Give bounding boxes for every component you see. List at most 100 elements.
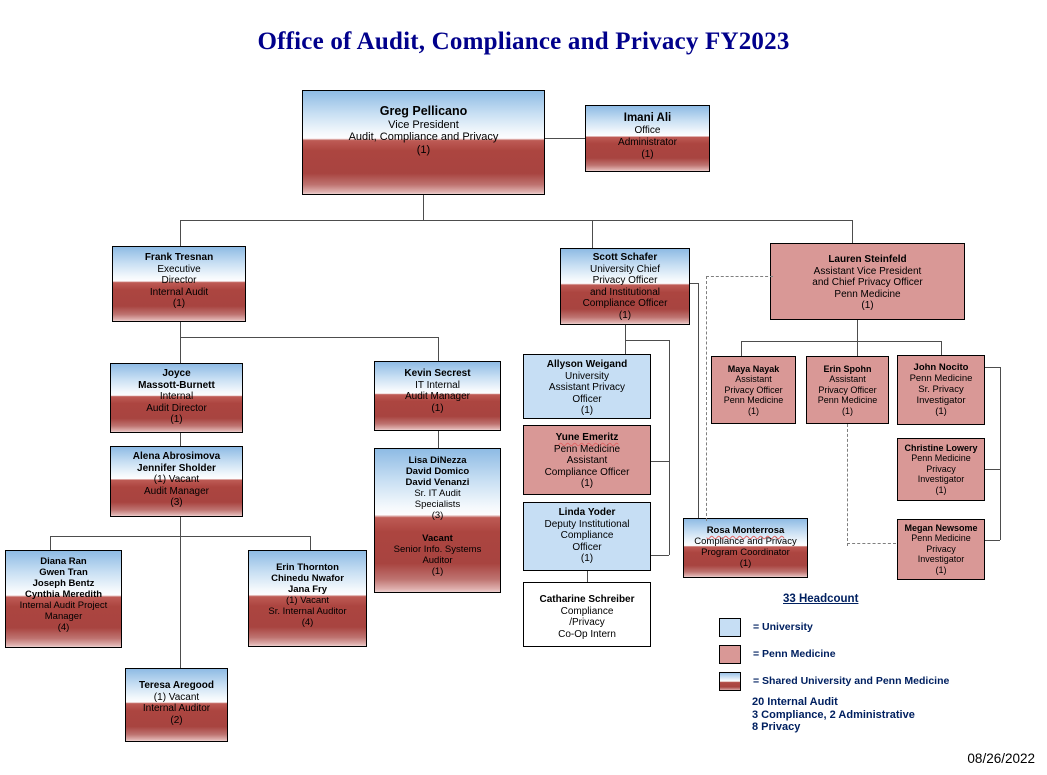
org-box-line: (2) <box>170 714 183 726</box>
org-box-line: Compliance <box>560 605 614 617</box>
org-box-line: Assistant Privacy <box>548 382 626 394</box>
connector-line <box>847 424 848 546</box>
org-box-line: Investigator <box>917 474 965 485</box>
org-box-line: Penn Medicine <box>817 395 878 406</box>
connector-line <box>438 337 439 361</box>
connector-line <box>50 536 51 550</box>
org-box-line: Frank Tresnan <box>144 252 214 263</box>
org-box-line: Assistant <box>829 374 866 385</box>
count-privacy: 8 Privacy <box>752 721 801 734</box>
org-box-line: (1) <box>842 405 853 416</box>
org-box-line: Alena Abrosimova <box>132 451 221 462</box>
org-box-line: Diana Ran <box>40 556 87 567</box>
org-box-line: John Nocito <box>913 362 969 373</box>
org-box-line: Senior Info. Systems <box>393 544 482 556</box>
org-box-line: (3) <box>431 510 444 522</box>
org-box-line: Cynthia Meredith <box>24 589 103 601</box>
org-box-line: Internal Audit <box>149 286 209 298</box>
org-box-line: Sr. Internal Auditor <box>268 606 347 618</box>
org-box-line: (1) <box>172 298 186 310</box>
connector-line <box>857 320 858 356</box>
penn-medicine-swatch <box>719 645 741 664</box>
org-box-line: University <box>565 370 609 382</box>
connector-line <box>706 276 773 277</box>
org-box-line: Erin Thornton <box>276 562 339 573</box>
connector-line <box>310 536 311 550</box>
org-box-line: (1) <box>416 144 431 156</box>
org-box-line: David Venanzi <box>405 477 470 489</box>
org-box-line: Officer <box>572 393 602 405</box>
org-box-line: Erin Spohn <box>823 364 872 374</box>
connector-line <box>985 367 1000 368</box>
connector-line <box>651 555 669 556</box>
org-box-line: Megan Newsome <box>904 523 978 533</box>
org-box-line: Penn Medicine <box>834 288 901 300</box>
org-box-line: Audit, Compliance and Privacy <box>348 131 499 144</box>
org-box-line: Office <box>634 125 661 137</box>
connector-line <box>180 433 181 446</box>
legend-label: = University <box>753 621 813 633</box>
org-box-line: Privacy Officer <box>818 384 877 395</box>
org-box-line: Internal Audit Project <box>19 600 108 612</box>
headcount-label: 33 Headcount <box>783 593 859 605</box>
org-box-line: Manager <box>44 611 83 623</box>
org-box-line: (1) <box>580 478 594 490</box>
org-box-line: Audit Manager <box>404 391 471 403</box>
connector-line <box>698 283 699 518</box>
connector-line <box>741 341 742 356</box>
org-box-line: Compliance <box>560 530 614 542</box>
org-box-line: (1) <box>739 558 752 570</box>
org-box-line: (1) <box>641 148 654 160</box>
org-box-line: Penn Medicine <box>909 373 973 385</box>
spacer <box>375 521 500 533</box>
org-box-line: Program Coordinator <box>701 547 790 559</box>
org-box-line: Privacy <box>926 463 956 474</box>
page-title: Office of Audit, Compliance and Privacy … <box>257 28 790 55</box>
org-box-line: (1) <box>935 406 947 418</box>
org-box-line: Assistant <box>735 374 772 385</box>
org-box-line: Privacy <box>926 543 956 554</box>
org-box-line: Gwen Tran <box>39 567 88 579</box>
org-box-line: David Domico <box>405 466 470 478</box>
org-box-line: (1) <box>170 414 183 426</box>
legend-label: = Shared University and Penn Medicine <box>753 675 950 687</box>
org-box-line: Executive <box>157 263 201 275</box>
org-box-line: Joseph Bentz <box>32 578 95 590</box>
connector-line <box>625 340 669 341</box>
org-box-line: Jennifer Sholder <box>137 462 216 474</box>
date-label: 08/26/2022 <box>967 751 1035 766</box>
org-box-line: University Chief <box>589 263 661 275</box>
connector-line <box>669 340 670 555</box>
connector-line <box>592 220 593 248</box>
connector-line <box>180 220 853 221</box>
org-box-line: (3) <box>170 497 183 509</box>
org-box-line: Kevin Secrest <box>404 368 471 379</box>
org-box-line: (1) <box>748 405 759 416</box>
org-box-line: Co-Op Intern <box>558 628 616 640</box>
org-box-line: (1) <box>861 300 874 312</box>
org-box-line: Penn Medicine <box>911 453 971 464</box>
shared-swatch <box>719 672 741 691</box>
connector-line <box>587 571 588 582</box>
connector-line <box>852 220 853 243</box>
org-box-line: Compliance Officer <box>582 298 668 310</box>
headcount-breakdown: 20 Internal Audit 3 Compliance, 2 Admini… <box>752 696 915 734</box>
org-box-line: Penn Medicine <box>911 533 971 544</box>
connector-line <box>438 431 439 448</box>
org-box-line: Privacy Officer <box>592 275 658 287</box>
org-box-line: Auditor <box>422 555 453 567</box>
connector-line <box>50 536 310 537</box>
org-box-line: Deputy Institutional <box>544 518 630 530</box>
